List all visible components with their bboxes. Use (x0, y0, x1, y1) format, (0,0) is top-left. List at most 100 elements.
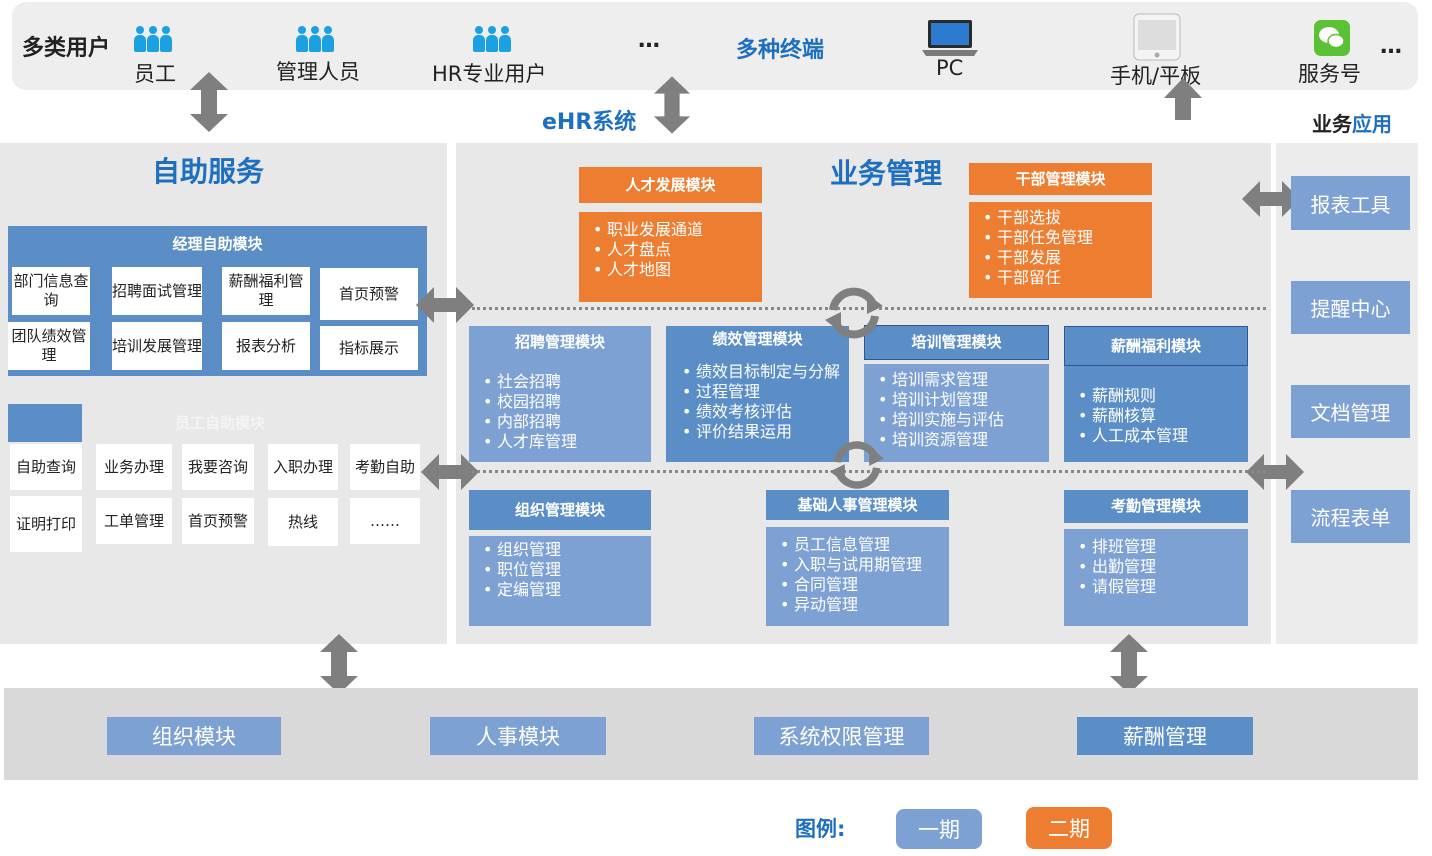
module-item: 薪酬核算 (1078, 406, 1248, 426)
app-document-management: 文档管理 (1291, 385, 1410, 438)
module-item: 人工成本管理 (1078, 426, 1248, 446)
module-item: 出勤管理 (1078, 557, 1248, 577)
terminals-title: 多种终端 (736, 38, 825, 63)
perf-header: 绩效管理模块 (712, 330, 803, 348)
wechat-icon (1314, 20, 1350, 56)
business-management-title: 业务管理 (830, 157, 943, 190)
employee-cell-home-alert: 首页预警 (182, 498, 254, 544)
user-manager: 管理人员 (276, 60, 360, 84)
attendance-header: 考勤管理模块 (1064, 490, 1248, 523)
module-item: 校园招聘 (483, 392, 651, 412)
module-item: 绩效考核评估 (682, 402, 842, 422)
module-item: 排班管理 (1078, 537, 1248, 557)
app-process-form: 流程表单 (1291, 490, 1410, 543)
employee-self-service-tab (8, 404, 82, 442)
manager-cell-home-alert: 首页预警 (320, 268, 418, 320)
salary-body: 薪酬规则 薪酬核算 人工成本管理 (1064, 366, 1248, 462)
module-item: 干部任免管理 (983, 228, 1152, 248)
manager-cell-dept-info: 部门信息查询 (12, 267, 90, 315)
recruit-header: 招聘管理模块 (514, 333, 605, 351)
manager-cell-recruit-interview: 招聘面试管理 (112, 267, 202, 315)
basic-hr-header: 基础人事管理模块 (766, 490, 949, 520)
manager-cell-team-perf: 团队绩效管 理 (8, 322, 90, 370)
module-item: 培训需求管理 (878, 370, 1049, 390)
basic-hr-body: 员工信息管理 入职与试用期管理 合同管理 异动管理 (766, 527, 949, 626)
module-item: 内部招聘 (483, 412, 651, 432)
module-item: 职位管理 (483, 560, 651, 580)
module-item: 定编管理 (483, 580, 651, 600)
bottom-org-module: 组织模块 (107, 717, 281, 755)
users-group-icon (134, 26, 172, 52)
module-item: 干部留任 (983, 268, 1152, 288)
training-header: 培训管理模块 (864, 325, 1049, 360)
double-arrow-horizontal-icon (1246, 454, 1304, 490)
employee-cell-hotline: 热线 (268, 498, 338, 546)
module-item: 人才盘点 (593, 240, 762, 260)
self-service-panel (0, 143, 447, 644)
manager-self-service-header: 经理自助模块 (172, 235, 263, 253)
talent-dev-body: 职业发展通道 人才盘点 人才地图 (579, 212, 762, 302)
employee-cell-ticket: 工单管理 (96, 498, 172, 544)
laptop-icon (922, 20, 978, 56)
double-arrow-horizontal-icon (1242, 181, 1300, 217)
employee-cell-self-query: 自助查询 (10, 444, 82, 490)
users-ellipsis: … (638, 28, 660, 53)
dotted-divider (472, 470, 1266, 473)
sync-cycle-icon (829, 441, 885, 489)
users-title: 多类用户 (22, 36, 111, 61)
module-item: 人才地图 (593, 260, 762, 280)
employee-self-service-header: 员工自助模块 (174, 414, 265, 432)
module-item: 评价结果运用 (682, 422, 842, 442)
double-arrow-horizontal-icon (421, 454, 479, 490)
bottom-hr-module: 人事模块 (430, 717, 606, 755)
employee-cell-attendance: 考勤自助 (350, 444, 420, 490)
user-terminal-bar (12, 2, 1418, 90)
module-item: 合同管理 (780, 575, 949, 595)
double-arrow-vertical-icon (653, 76, 691, 134)
terminals-ellipsis: … (1380, 34, 1402, 59)
salary-header: 薪酬福利模块 (1064, 326, 1248, 366)
manager-cell-salary-welfare: 薪酬福利管理 (222, 267, 310, 315)
double-arrow-vertical-icon (320, 634, 358, 694)
terminal-service-account: 服务号 (1298, 62, 1361, 86)
module-item: 异动管理 (780, 595, 949, 615)
double-arrow-vertical-icon (190, 72, 228, 132)
employee-cell-certificate: 证明打印 (10, 496, 82, 552)
module-item: 社会招聘 (483, 372, 651, 392)
module-item: 干部选拔 (983, 208, 1152, 228)
ehr-system-label: eHR系统 (542, 110, 637, 135)
double-arrow-vertical-icon (1110, 634, 1148, 694)
module-item: 干部发展 (983, 248, 1152, 268)
recruit-body: 社会招聘 校园招聘 内部招聘 人才库管理 (469, 372, 651, 452)
employee-cell-business: 业务办理 (96, 444, 172, 490)
module-item: 绩效目标制定与分解 (682, 362, 842, 382)
module-item: 薪酬规则 (1078, 386, 1248, 406)
org-header: 组织管理模块 (469, 490, 651, 530)
org-body: 组织管理 职位管理 定编管理 (469, 536, 651, 626)
module-item: 培训资源管理 (878, 430, 1049, 450)
employee-cell-onboarding: 入职办理 (268, 444, 338, 490)
employee-cell-more: …… (350, 498, 420, 544)
module-item: 培训计划管理 (878, 390, 1049, 410)
module-item: 组织管理 (483, 540, 651, 560)
manager-cell-indicator-display: 指标展示 (320, 326, 418, 370)
users-group-icon (473, 26, 511, 52)
module-item: 培训实施与评估 (878, 410, 1049, 430)
app-report-tool: 报表工具 (1291, 176, 1410, 230)
up-arrow-icon (1164, 78, 1202, 120)
employee-cell-consult: 我要咨询 (182, 444, 254, 490)
app-reminder-center: 提醒中心 (1291, 281, 1410, 334)
attendance-body: 排班管理 出勤管理 请假管理 (1064, 529, 1248, 626)
bottom-permission-management: 系统权限管理 (754, 717, 929, 755)
module-item: 请假管理 (1078, 577, 1248, 597)
perf-body: 绩效目标制定与分解 过程管理 绩效考核评估 评价结果运用 (666, 362, 842, 442)
user-employee: 员工 (134, 62, 176, 86)
bottom-salary-management: 薪酬管理 (1077, 717, 1253, 755)
tablet-icon (1133, 13, 1181, 61)
manager-cell-report-analysis: 报表分析 (222, 322, 310, 370)
legend-phase2: 二期 (1026, 807, 1112, 849)
double-arrow-horizontal-icon (416, 287, 474, 323)
terminal-pc: PC (936, 56, 964, 80)
sync-cycle-icon (825, 287, 883, 339)
talent-dev-header: 人才发展模块 (579, 167, 762, 203)
